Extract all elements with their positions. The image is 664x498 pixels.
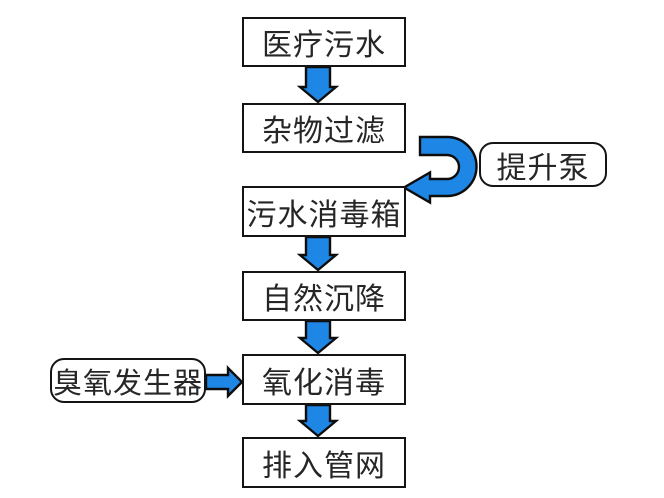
flow-node-debris-filtration: 杂物过滤 xyxy=(242,103,406,153)
flow-node-label: 污水消毒箱 xyxy=(246,198,402,232)
flow-node-label: 臭氧发生器 xyxy=(52,367,203,400)
flow-node-label: 自然沉降 xyxy=(262,283,386,316)
flow-node-label: 医疗污水 xyxy=(262,29,386,62)
flow-node-oxidation-disinfection: 氧化消毒 xyxy=(242,354,406,405)
flow-node-sewage-disinfection-tank: 污水消毒箱 xyxy=(242,186,406,237)
down-arrow-icon xyxy=(296,319,340,355)
flow-node-discharge-to-pipe-network: 排入管网 xyxy=(242,437,406,488)
down-arrow-icon xyxy=(296,403,340,438)
flow-node-label: 氧化消毒 xyxy=(262,366,386,400)
down-arrow-icon xyxy=(296,65,340,104)
flow-node-ozone-generator: 臭氧发生器 xyxy=(50,358,206,403)
u-turn-arrow-icon xyxy=(401,135,478,205)
right-arrow-icon xyxy=(204,365,244,399)
flow-node-label: 提升泵 xyxy=(496,151,590,185)
down-arrow-icon xyxy=(296,235,340,272)
flow-node-lift-pump: 提升泵 xyxy=(479,142,607,187)
flow-node-label: 杂物过滤 xyxy=(262,115,386,148)
flow-node-natural-settling: 自然沉降 xyxy=(242,271,406,321)
flow-node-label: 排入管网 xyxy=(262,449,386,483)
flow-node-medical-wastewater: 医疗污水 xyxy=(242,17,406,67)
